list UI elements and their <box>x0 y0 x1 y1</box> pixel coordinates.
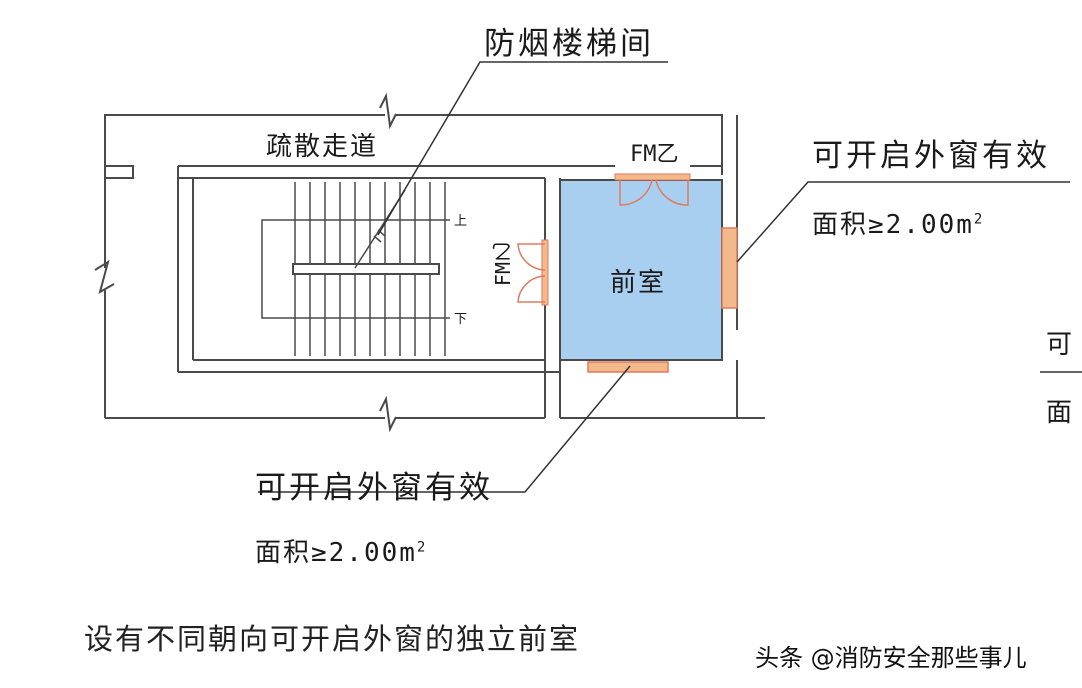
window-right-label-line1: 可开启外窗有效 <box>812 138 1050 174</box>
door-top-label: FM乙 <box>630 142 679 167</box>
source-watermark: 头条 @消防安全那些事儿 <box>755 644 1027 672</box>
window-right-label-line2: 面积≥2.00m2 <box>812 210 985 240</box>
stair-down-label: 下 <box>454 312 468 327</box>
window-right <box>721 227 738 309</box>
cut-off-label-top: 可 <box>1046 330 1075 360</box>
window-bottom-label-line1: 可开启外窗有效 <box>255 470 493 506</box>
stair-title-label: 防烟楼梯间 <box>484 26 654 62</box>
door-left <box>517 239 549 306</box>
outer-walls <box>94 92 765 433</box>
stair-up-label: 上 <box>454 214 468 229</box>
corridor-label: 疏散走道 <box>266 132 379 162</box>
window-bottom <box>587 361 669 373</box>
anteroom-area <box>559 179 723 361</box>
door-left-label: FM乙 <box>491 242 515 287</box>
figure-caption: 设有不同朝向可开启外窗的独立前室 <box>84 622 581 656</box>
anteroom-label: 前室 <box>610 268 667 298</box>
door-top <box>614 173 691 206</box>
leader-lines <box>258 61 1082 493</box>
stair-walls <box>177 165 722 418</box>
cut-off-label-bottom: 面 <box>1046 398 1075 428</box>
window-bottom-label-line2: 面积≥2.00m2 <box>255 538 428 568</box>
stair-direction-lines <box>261 189 450 319</box>
